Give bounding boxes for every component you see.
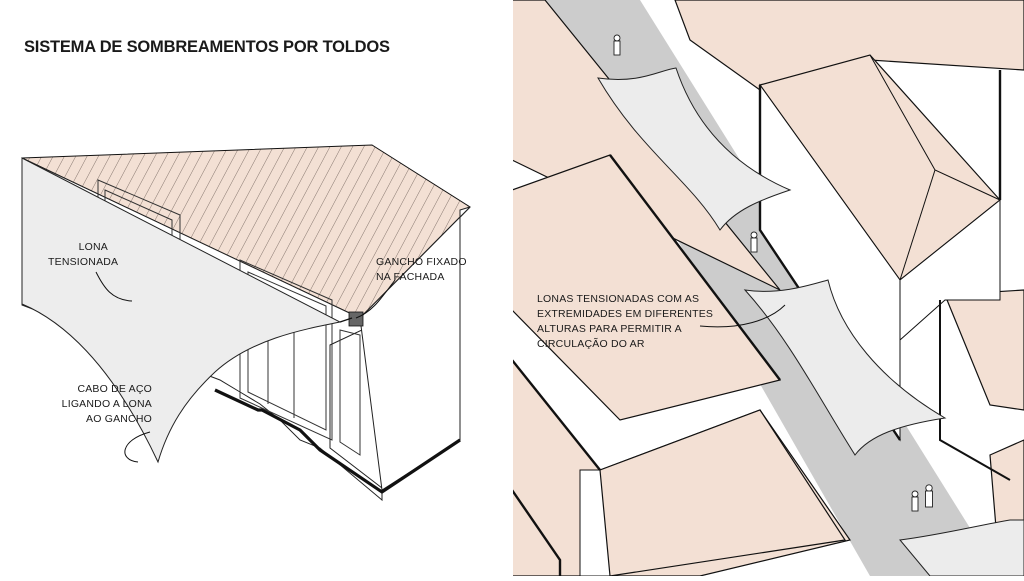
street-axonometric-drawing: [512, 0, 1024, 576]
diagram-title: SISTEMA DE SOMBREAMENTOS POR TOLDOS: [24, 38, 390, 57]
house-detail-drawing: [22, 145, 470, 500]
facade-hook: [349, 312, 363, 326]
label-lona-tensionada: LONA TENSIONADA: [48, 240, 108, 270]
label-cabo-de-aco: CABO DE AÇO LIGANDO A LONA AO GANCHO: [42, 382, 152, 427]
label-gancho-fixado: GANCHO FIXADO NA FACHADA: [376, 255, 467, 285]
label-lonas-tensionadas: LONAS TENSIONADAS COM AS EXTREMIDADES EM…: [537, 292, 713, 352]
